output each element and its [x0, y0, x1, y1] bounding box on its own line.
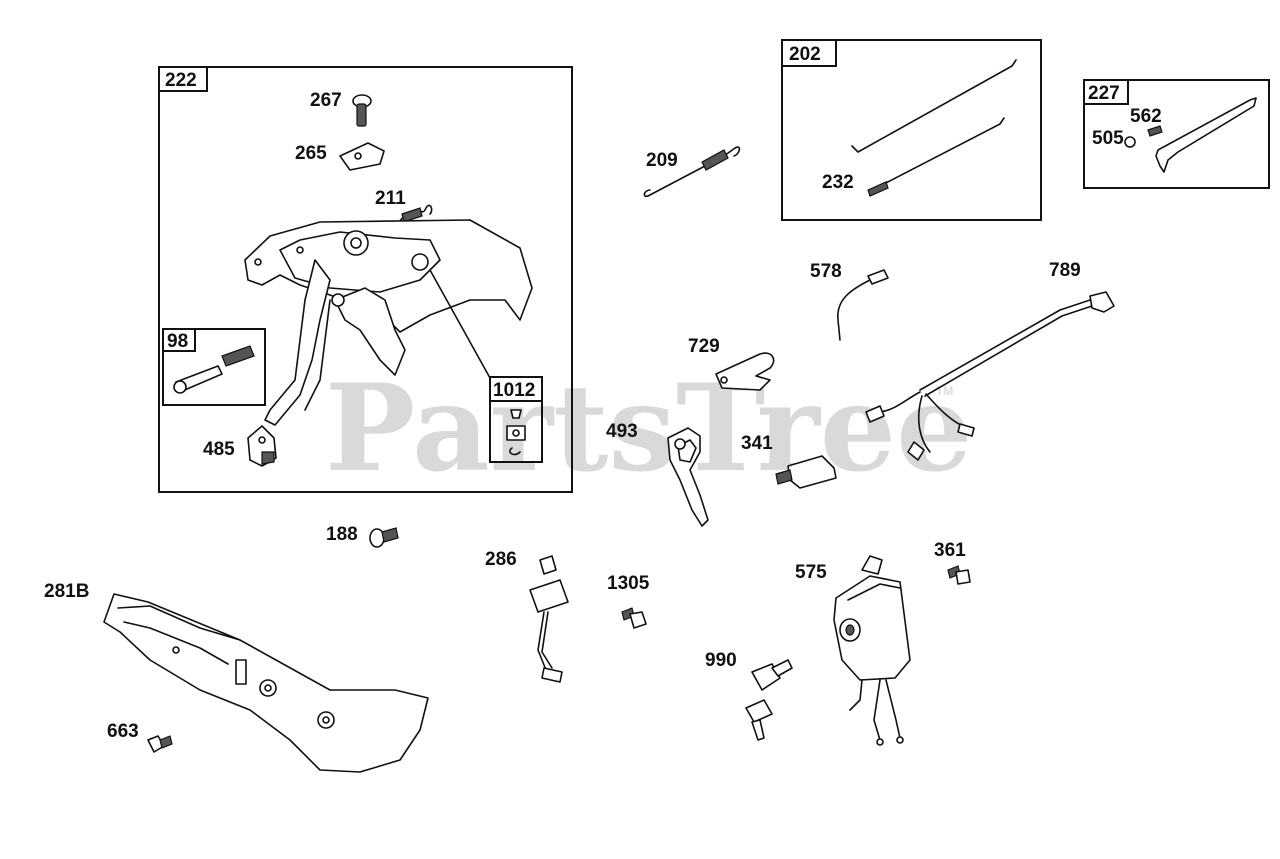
group-202-frame [781, 39, 1042, 221]
control-bracket-assembly-icon[interactable] [244, 219, 533, 426]
part-267-bolt-icon[interactable] [352, 94, 372, 127]
group-222-label[interactable]: 222 [165, 70, 197, 91]
group-98-label[interactable]: 98 [167, 331, 188, 352]
callout-575[interactable]: 575 [795, 562, 827, 583]
watermark-text: PartsTree [325, 358, 972, 499]
part-578-wire-icon[interactable] [837, 269, 889, 341]
group-1012-tag [489, 376, 543, 402]
callout-505[interactable]: 505 [1092, 128, 1124, 149]
callout-265[interactable]: 265 [295, 143, 327, 164]
callout-485[interactable]: 485 [203, 439, 235, 460]
group-222-frame [158, 66, 573, 493]
group-98-frame [162, 328, 266, 406]
callout-341[interactable]: 341 [741, 433, 773, 454]
part-789-harness-icon[interactable] [865, 291, 1115, 461]
group-202-label[interactable]: 202 [789, 44, 821, 65]
part-990-keys-icon[interactable] [745, 659, 793, 741]
callout-493[interactable]: 493 [606, 421, 638, 442]
group-222-tag [158, 66, 208, 92]
part-227-lever-icon[interactable] [1124, 97, 1257, 173]
part-1012-swivel-icon[interactable] [506, 409, 526, 456]
part-341-spacer-icon[interactable] [775, 455, 837, 489]
callout-211[interactable]: 211 [375, 188, 406, 209]
part-1305-screw-icon[interactable] [621, 607, 647, 629]
callout-209[interactable]: 209 [646, 150, 678, 171]
part-361-screw-icon[interactable] [947, 565, 971, 585]
watermark-tm: TM [936, 384, 953, 398]
part-575-ignition-switch-icon[interactable] [833, 555, 911, 746]
part-202-rod-icon[interactable] [851, 59, 1017, 197]
callout-663[interactable]: 663 [107, 721, 139, 742]
part-265-clip-icon[interactable] [339, 142, 385, 171]
part-211-spring-icon[interactable] [399, 204, 433, 223]
group-202-tag [781, 39, 837, 67]
callout-729[interactable]: 729 [688, 336, 720, 357]
callout-286[interactable]: 286 [485, 549, 517, 570]
callout-789[interactable]: 789 [1049, 260, 1081, 281]
callout-188[interactable]: 188 [326, 524, 358, 545]
part-729-clamp-icon[interactable] [715, 352, 775, 391]
group-227-label[interactable]: 227 [1088, 83, 1120, 104]
callout-990[interactable]: 990 [705, 650, 737, 671]
part-663-bolt-icon[interactable] [147, 735, 173, 753]
group-227-frame [1083, 79, 1270, 189]
group-227-tag [1083, 79, 1129, 105]
part-286-module-icon[interactable] [529, 555, 569, 683]
callout-232[interactable]: 232 [822, 172, 854, 193]
part-281B-panel-icon[interactable] [103, 593, 429, 773]
callout-578[interactable]: 578 [810, 261, 842, 282]
part-98-pin-spring-icon[interactable] [173, 345, 255, 394]
callout-361[interactable]: 361 [934, 540, 966, 561]
callout-562[interactable]: 562 [1130, 106, 1162, 127]
part-485-clip-icon[interactable] [247, 425, 277, 467]
part-188-bolt-icon[interactable] [369, 527, 399, 548]
part-209-spring-icon[interactable] [643, 146, 741, 198]
callout-1305[interactable]: 1305 [607, 573, 650, 594]
callout-281B[interactable]: 281B [44, 581, 89, 602]
group-98-tag [162, 328, 196, 352]
callout-267[interactable]: 267 [310, 90, 342, 111]
group-1012-label[interactable]: 1012 [493, 380, 535, 401]
part-493-bracket-icon[interactable] [667, 427, 709, 527]
